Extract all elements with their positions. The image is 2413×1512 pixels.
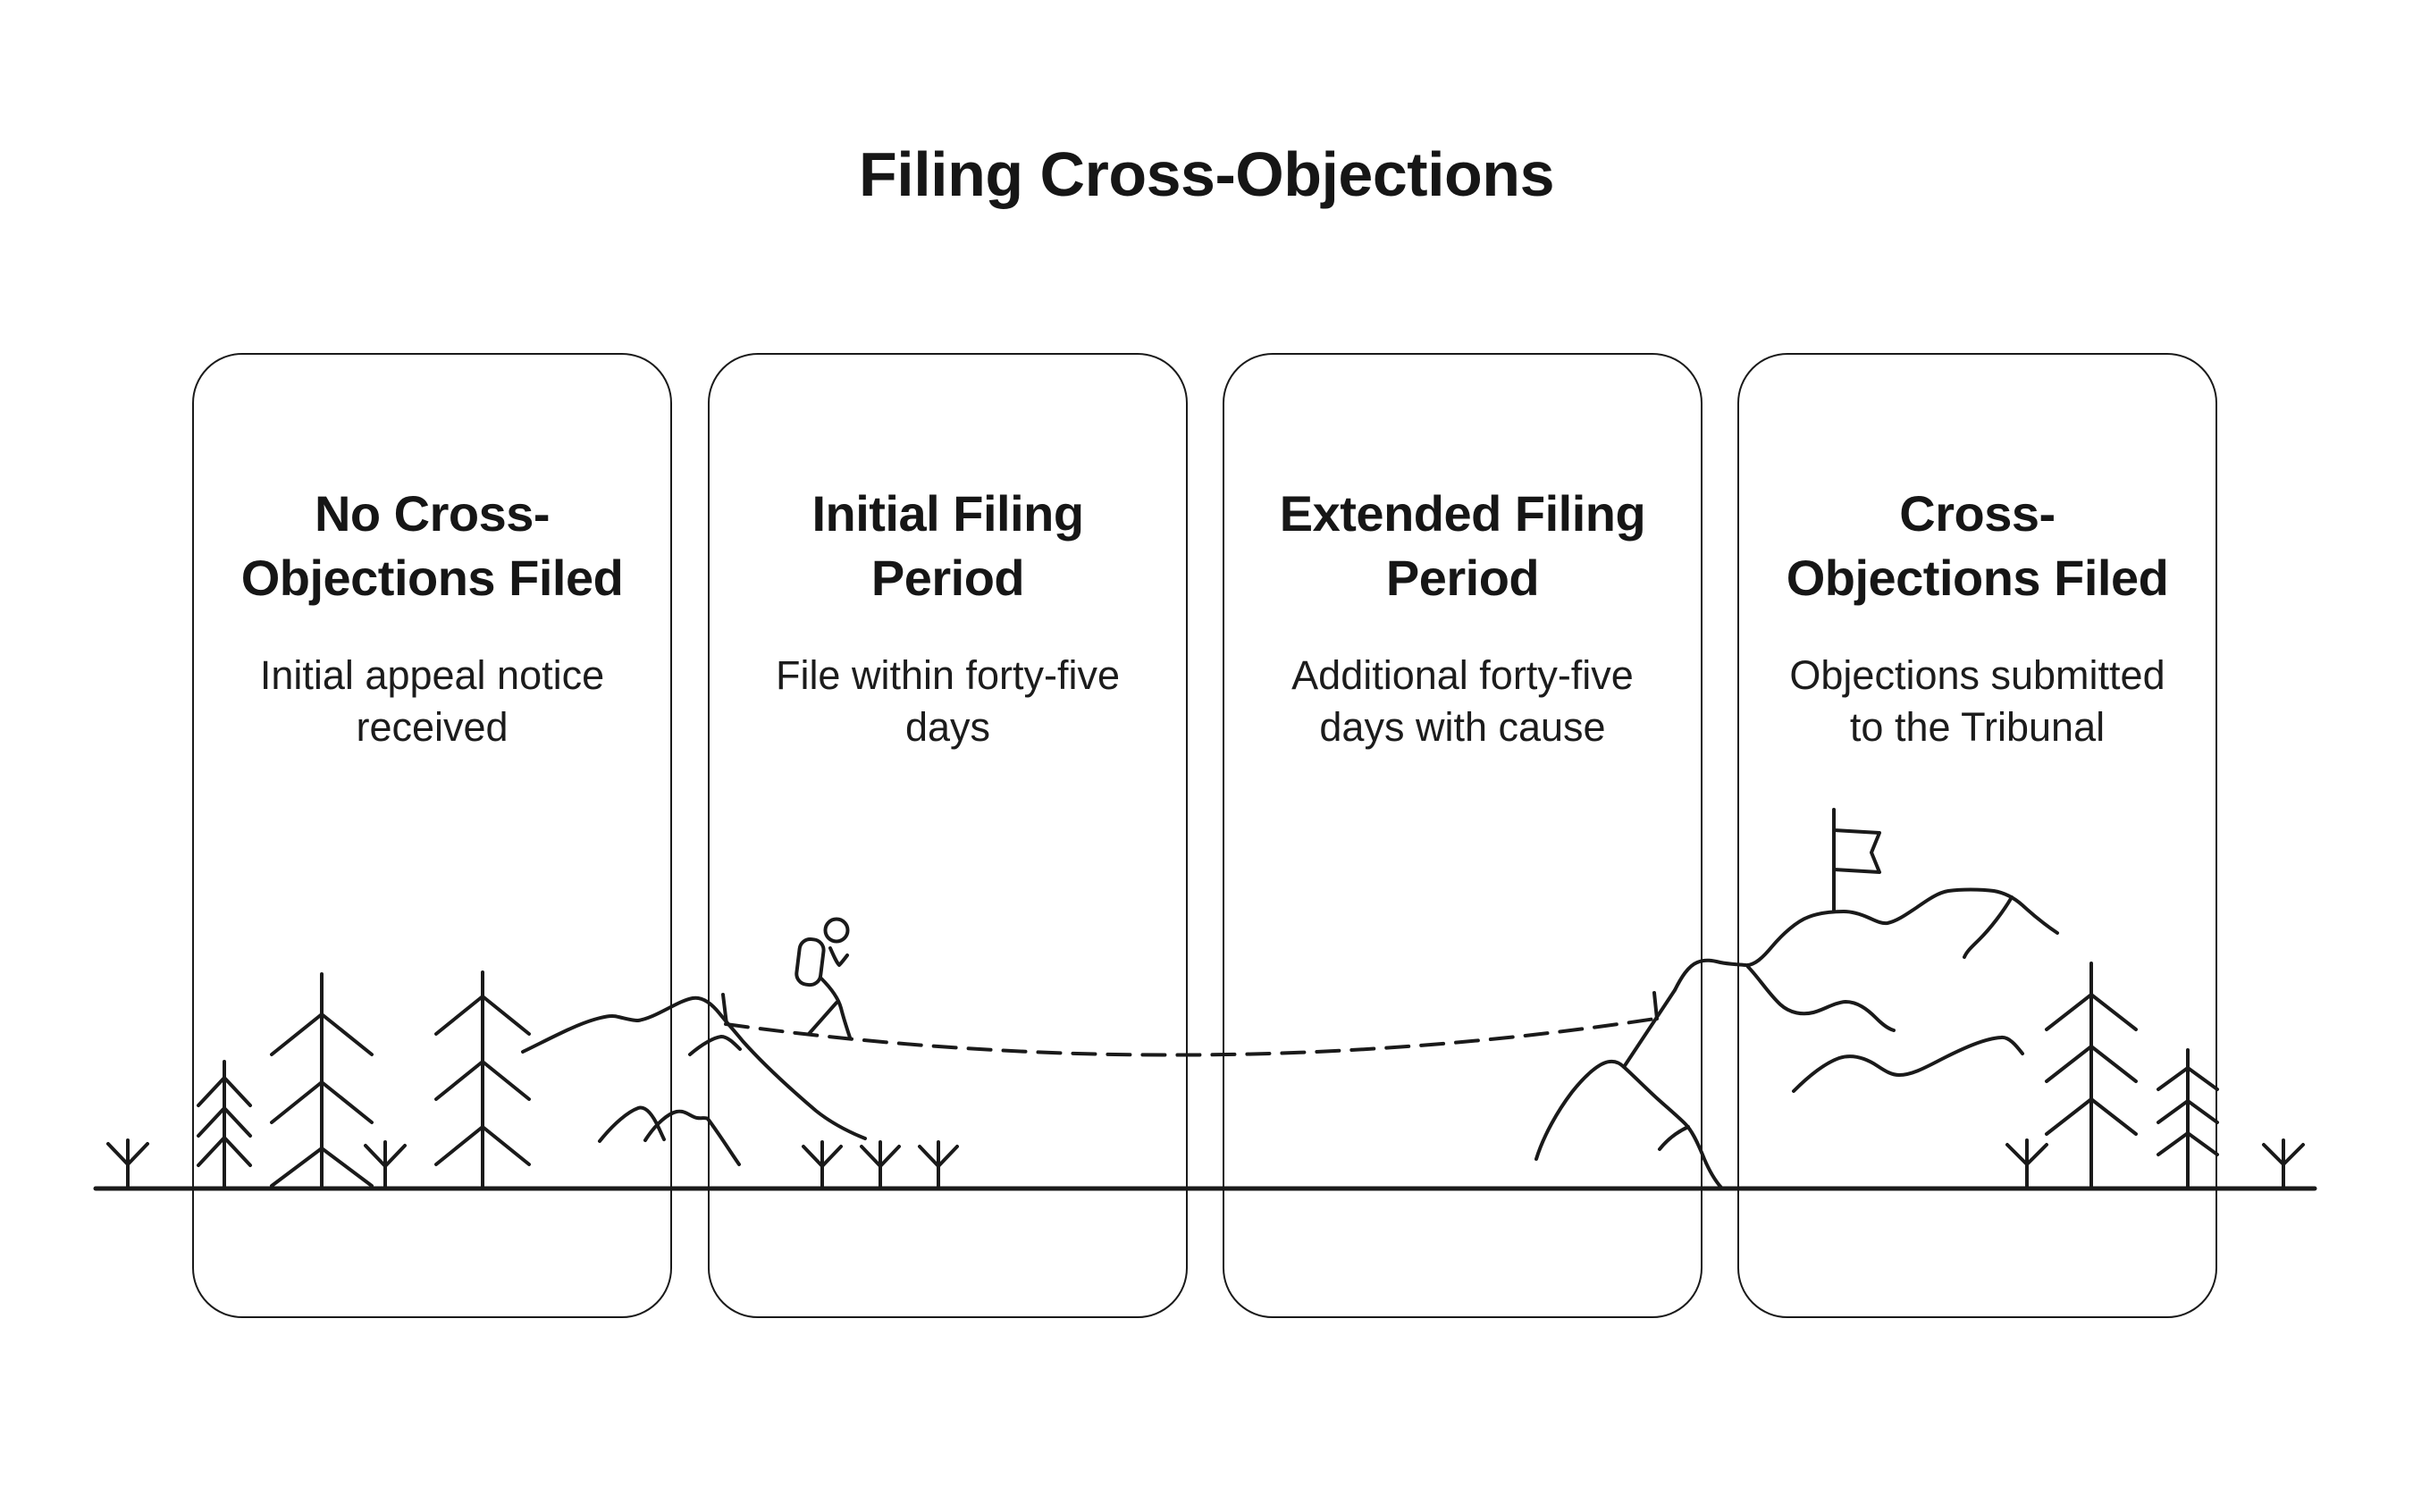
card-title: No Cross- Objections Filed <box>240 485 624 606</box>
card-cross-objections-filed: Cross- Objections Filed Objections submi… <box>1737 353 2217 1318</box>
sprout-icon <box>2262 1138 2305 1190</box>
card-title: Cross- Objections Filed <box>1786 485 2169 606</box>
card-body: Objections submitted to the Tribunal <box>1789 652 2165 750</box>
card-title: Extended Filing Period <box>1279 485 1646 606</box>
card-initial-filing-period: Initial Filing Period File within forty-… <box>708 353 1188 1318</box>
card-no-cross-objections-filed: No Cross- Objections Filed Initial appea… <box>192 353 672 1318</box>
card-extended-filing-period: Extended Filing Period Additional forty-… <box>1223 353 1703 1318</box>
card-title: Initial Filing Period <box>811 485 1084 606</box>
card-body: Initial appeal notice received <box>259 652 605 750</box>
card-body: File within forty-five days <box>775 652 1121 750</box>
sprout-icon <box>106 1138 149 1190</box>
page-title: Filing Cross-Objections <box>858 139 1555 209</box>
card-body: Additional forty-five days with cause <box>1291 652 1634 750</box>
